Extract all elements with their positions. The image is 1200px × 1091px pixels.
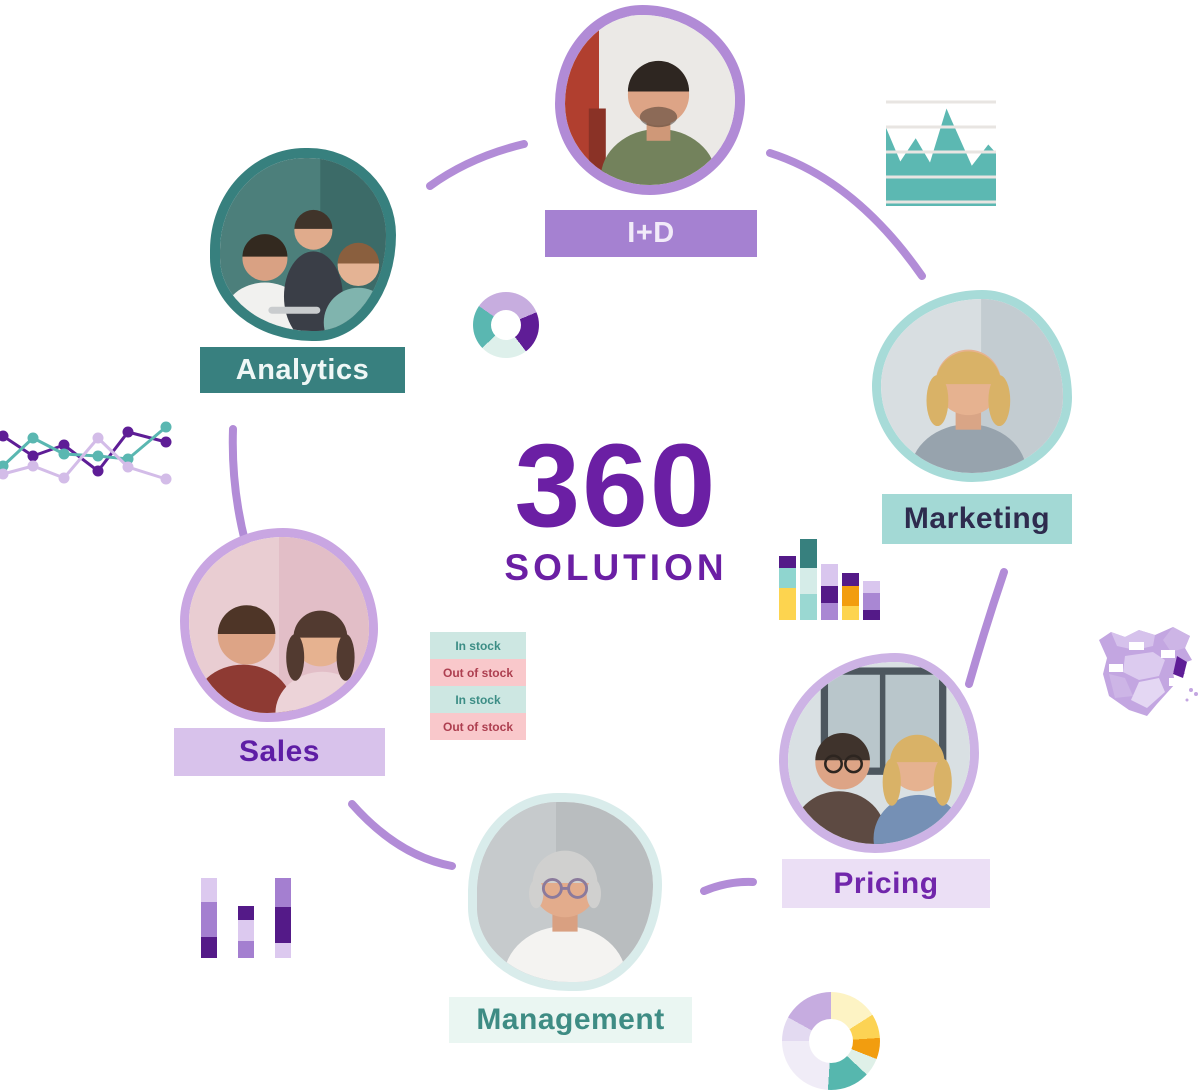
node-label-sales: Sales bbox=[174, 728, 385, 776]
stacked-bar-chart-left bbox=[201, 878, 291, 958]
node-label-sales-text: Sales bbox=[239, 735, 320, 768]
arc-sales-analytics bbox=[228, 425, 250, 549]
bar bbox=[201, 878, 217, 958]
bar bbox=[842, 573, 859, 620]
id-photo-illustration bbox=[565, 15, 735, 185]
arc-analytics-id bbox=[426, 140, 528, 190]
area-chart bbox=[886, 100, 996, 206]
marketing-photo bbox=[872, 290, 1072, 482]
pricing-photo bbox=[779, 653, 979, 853]
spain-map bbox=[1099, 620, 1198, 716]
node-label-marketing-text: Marketing bbox=[903, 502, 1051, 535]
stock-row: Out of stock bbox=[430, 659, 526, 686]
analytics-photo-illustration bbox=[220, 158, 386, 331]
sales-photo bbox=[180, 528, 378, 722]
arc-pricing-management bbox=[700, 877, 757, 895]
management-photo-illustration bbox=[477, 802, 653, 982]
bar bbox=[800, 539, 817, 620]
small-donut-hole bbox=[491, 310, 521, 340]
pricing-photo-illustration bbox=[788, 662, 970, 844]
stock-row: In stock bbox=[430, 686, 526, 713]
pricing-donut-hole bbox=[809, 1019, 853, 1063]
node-label-marketing: Marketing bbox=[882, 494, 1072, 544]
stock-row: In stock bbox=[430, 632, 526, 659]
node-label-management-text: Management bbox=[476, 1003, 665, 1036]
bar bbox=[863, 581, 880, 620]
management-photo bbox=[468, 793, 662, 991]
stock-row: Out of stock bbox=[430, 713, 526, 740]
stacked-bar-chart-right bbox=[779, 538, 880, 620]
marketing-photo-illustration bbox=[881, 299, 1063, 473]
small-donut-chart bbox=[473, 292, 539, 358]
bar bbox=[238, 906, 254, 958]
analytics-photo bbox=[210, 148, 396, 341]
arc-management-sales bbox=[348, 800, 456, 870]
center-title: 360 SOLUTION bbox=[446, 420, 786, 589]
node-label-id-text: I+D bbox=[627, 217, 675, 249]
bar bbox=[821, 564, 838, 620]
node-label-analytics: Analytics bbox=[200, 347, 405, 393]
bar bbox=[779, 556, 796, 620]
center-title-solution: SOLUTION bbox=[504, 546, 728, 588]
center-title-360: 360 bbox=[514, 420, 718, 552]
node-label-pricing-text: Pricing bbox=[833, 866, 939, 900]
arc-marketing-pricing bbox=[965, 568, 1008, 688]
bar bbox=[275, 878, 291, 958]
line-chart bbox=[0, 421, 172, 485]
id-photo bbox=[555, 5, 745, 195]
pricing-donut-chart bbox=[782, 992, 880, 1090]
node-label-id: I+D bbox=[545, 210, 757, 257]
node-label-management: Management bbox=[449, 997, 692, 1043]
node-label-pricing: Pricing bbox=[782, 859, 990, 908]
sales-photo-illustration bbox=[189, 537, 369, 713]
node-label-analytics-text: Analytics bbox=[235, 353, 370, 386]
